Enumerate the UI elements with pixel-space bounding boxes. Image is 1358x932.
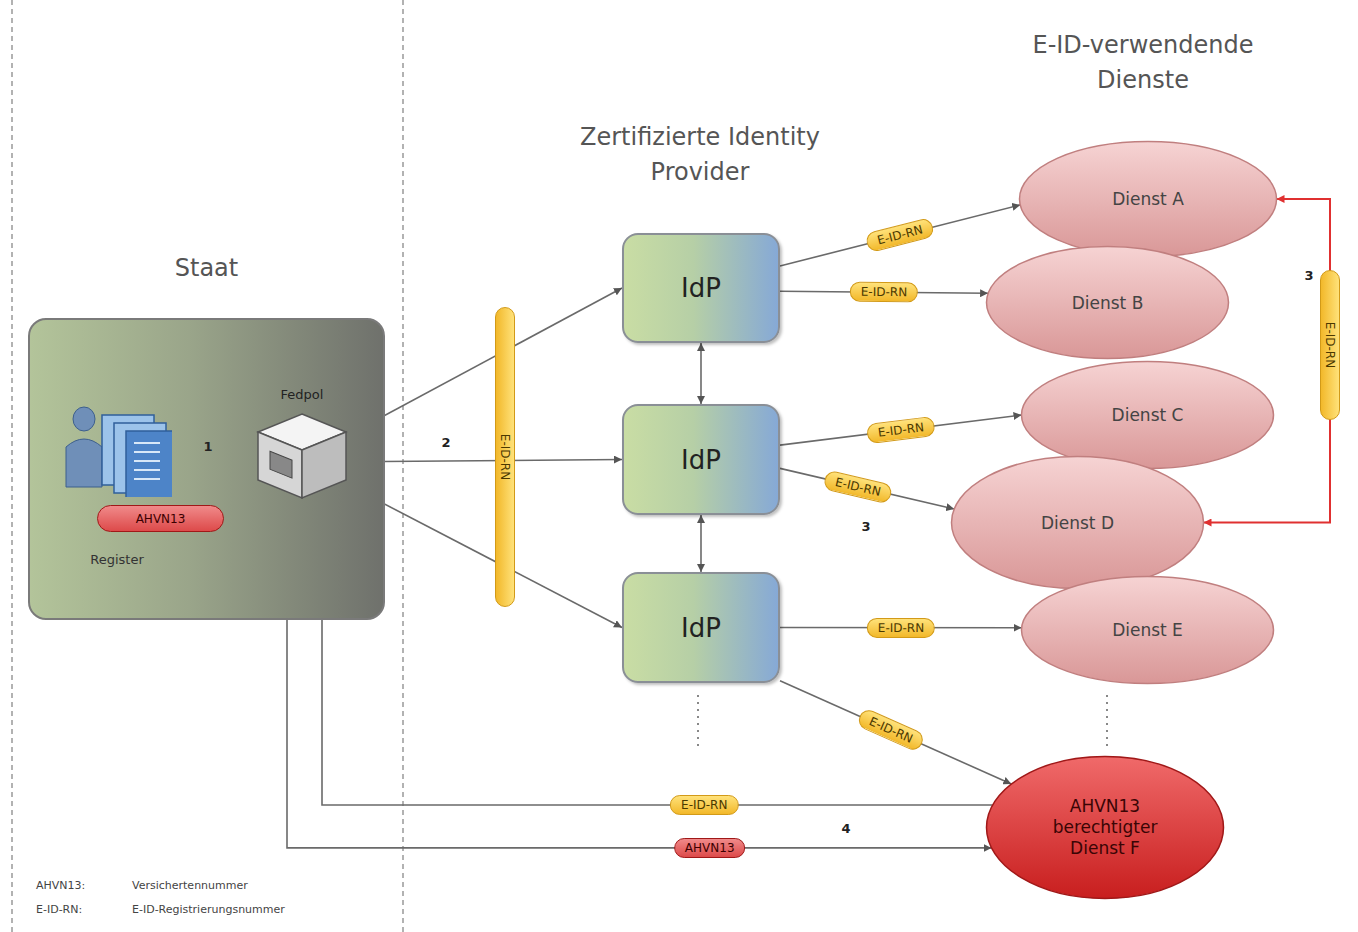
shape bbox=[1020, 142, 1277, 257]
service-label: Dienst E bbox=[1112, 620, 1183, 640]
separator-line bbox=[402, 0, 404, 932]
identity-provider-box: IdP bbox=[622, 404, 780, 515]
connector bbox=[700, 343, 702, 404]
connector bbox=[780, 468, 954, 509]
register-label: Register bbox=[62, 552, 172, 567]
shape bbox=[987, 247, 1229, 359]
register-icon: Register bbox=[62, 397, 172, 567]
legend-text: Versichertennummer bbox=[132, 879, 248, 892]
cube-illustration bbox=[252, 410, 352, 502]
shape bbox=[134, 478, 160, 480]
service-label: AHVN13 berechtigter Dienst F bbox=[1045, 796, 1165, 860]
connector bbox=[780, 415, 1022, 445]
connector bbox=[352, 288, 622, 433]
edge-label-pill: E-ID-RN bbox=[866, 416, 936, 444]
pill-text: AHVN13 bbox=[136, 512, 186, 526]
shape bbox=[987, 757, 1224, 899]
connector bbox=[780, 681, 1011, 784]
service-ellipse: Dienst D bbox=[950, 455, 1205, 590]
shape bbox=[134, 451, 160, 453]
idp-label: IdP bbox=[681, 445, 721, 475]
register-illustration bbox=[62, 397, 172, 497]
vertical-label-pill: E-ID-RN bbox=[495, 307, 515, 607]
service-ellipse: Dienst B bbox=[985, 245, 1230, 360]
identity-provider-box: IdP bbox=[622, 572, 780, 683]
callout-number: 3 bbox=[861, 519, 870, 534]
service-ellipse: Dienst A bbox=[1018, 140, 1278, 258]
service-label: Dienst D bbox=[1041, 513, 1114, 533]
edge-label-pill: E-ID-RN bbox=[823, 469, 894, 504]
callout-number: 4 bbox=[841, 821, 850, 836]
connector bbox=[700, 515, 702, 572]
edge-label-pill: E-ID-RN bbox=[850, 282, 919, 303]
shape bbox=[66, 439, 102, 487]
legend-key: E-ID-RN: bbox=[36, 903, 82, 916]
edge-label-pill: E-ID-RN bbox=[856, 707, 927, 753]
connector bbox=[352, 460, 622, 462]
edge-label-pill: AHVN13 bbox=[674, 838, 746, 858]
authorized-service-ellipse: AHVN13 berechtigter Dienst F bbox=[985, 755, 1225, 900]
idp-label: IdP bbox=[681, 613, 721, 643]
connector bbox=[352, 487, 622, 627]
service-label: Dienst C bbox=[1112, 405, 1184, 425]
shape bbox=[126, 431, 172, 497]
service-label: Dienst A bbox=[1112, 189, 1184, 209]
legend-text: E-ID-Registrierungsnummer bbox=[132, 903, 285, 916]
fedpol-label: Fedpol bbox=[252, 387, 352, 402]
callout-number: 2 bbox=[441, 435, 450, 450]
callout-number: 3 bbox=[1304, 268, 1313, 283]
service-ellipse: Dienst C bbox=[1020, 360, 1275, 470]
idp-label: IdP bbox=[681, 273, 721, 303]
separator-line bbox=[11, 0, 13, 932]
edge-label-pill: E-ID-RN bbox=[670, 795, 738, 815]
connector bbox=[287, 502, 992, 848]
shape bbox=[258, 432, 302, 498]
edge-label-pill: E-ID-RN bbox=[864, 217, 935, 253]
continuation-dots bbox=[1106, 695, 1108, 748]
shape bbox=[73, 407, 95, 431]
shape bbox=[302, 432, 346, 498]
edge-label-pill: E-ID-RN bbox=[867, 618, 935, 638]
shape bbox=[952, 457, 1204, 589]
ahvn13-pill: AHVN13 bbox=[97, 505, 224, 532]
shape bbox=[134, 442, 160, 444]
shape bbox=[134, 469, 160, 471]
identity-provider-box: IdP bbox=[622, 233, 780, 343]
column-title: E-ID-verwendende Dienste bbox=[983, 28, 1303, 98]
service-ellipse: Dienst E bbox=[1020, 575, 1275, 685]
connector bbox=[780, 205, 1020, 266]
shape bbox=[270, 451, 292, 478]
continuation-dots bbox=[697, 695, 699, 748]
connector bbox=[1204, 199, 1331, 523]
column-title: Zertifizierte Identity Provider bbox=[560, 120, 840, 190]
callout-number: 1 bbox=[203, 438, 212, 453]
state-panel: StaatRegisterAHVN13Fedpol bbox=[28, 318, 385, 620]
shape bbox=[1022, 577, 1274, 684]
service-label: Dienst B bbox=[1072, 293, 1144, 313]
connector bbox=[322, 502, 993, 805]
panel-heading: Staat bbox=[30, 254, 383, 282]
fedpol-server: Fedpol bbox=[252, 387, 352, 502]
legend-key: AHVN13: bbox=[36, 879, 85, 892]
shape bbox=[1022, 362, 1274, 469]
edge-label-pill: E-ID-RN bbox=[1320, 270, 1340, 420]
shape bbox=[134, 460, 160, 462]
